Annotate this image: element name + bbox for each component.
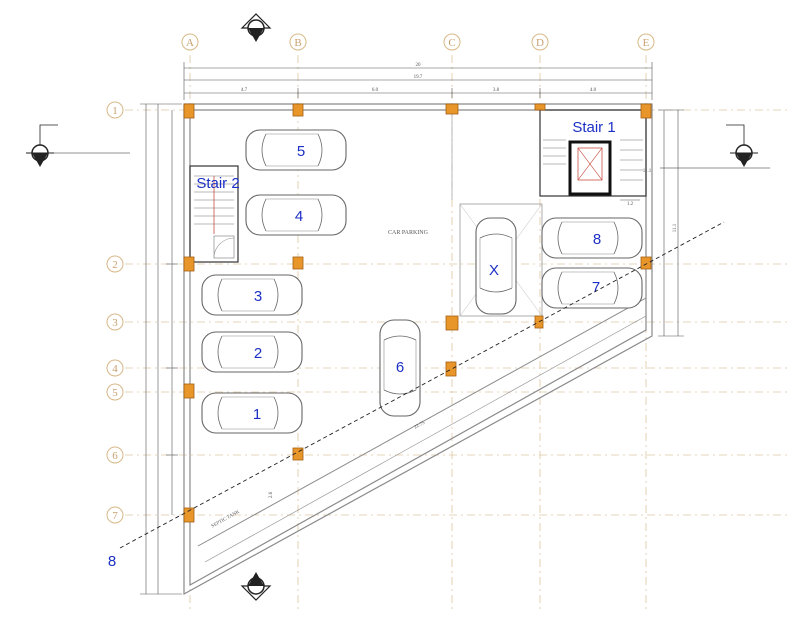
- svg-text:7: 7: [112, 510, 118, 522]
- right-dimension-small: 11.1: [643, 169, 652, 174]
- column-marker-b: B: [289, 33, 307, 51]
- svg-text:D: D: [536, 37, 544, 49]
- row-marker-3: 3: [106, 313, 124, 331]
- row-marker-2: 2: [106, 255, 124, 273]
- svg-text:4: 4: [295, 208, 303, 225]
- right-dimension: 11.1: [673, 223, 678, 232]
- car-2: 2: [201, 331, 303, 373]
- stair-2-label: Stair 2: [196, 175, 239, 192]
- row-markers: 1 2 3 4 5 6 7: [106, 101, 124, 524]
- svg-text:E: E: [643, 37, 650, 49]
- car-3: 3: [201, 274, 303, 316]
- building-outline: [183, 103, 653, 596]
- column-marker-a: A: [181, 33, 199, 51]
- car-parking-label: CAR PARKING: [388, 230, 429, 236]
- lift-shaft: [568, 140, 612, 196]
- stair-width: 1.2: [627, 202, 634, 207]
- section-line-label: 8: [108, 553, 116, 570]
- car-4: 4: [245, 194, 347, 236]
- ramp-edge: [197, 297, 647, 547]
- section-marker-icon: [240, 13, 272, 42]
- svg-text:6: 6: [112, 450, 118, 462]
- ramp-edge: [204, 315, 647, 563]
- row-marker-7: 7: [106, 506, 124, 524]
- column-marker-c: C: [443, 33, 461, 51]
- svg-text:2: 2: [112, 259, 118, 271]
- car-8: 8: [541, 217, 643, 259]
- small-dimension: 2.6: [269, 491, 274, 498]
- side-dimensions: [140, 103, 684, 595]
- svg-text:X: X: [489, 262, 499, 279]
- section-line-8: [119, 221, 725, 549]
- stair-1-label: Stair 1: [572, 119, 615, 136]
- section-marker-icon: [240, 572, 272, 601]
- car-1: 1: [201, 392, 303, 434]
- top-dimensions: [183, 62, 653, 100]
- row-marker-6: 6: [106, 446, 124, 464]
- svg-text:5: 5: [297, 143, 305, 160]
- bay-dimension: 6.0: [372, 88, 379, 93]
- car-x: X: [475, 217, 517, 315]
- svg-text:3: 3: [254, 288, 262, 305]
- svg-text:C: C: [448, 37, 455, 49]
- row-marker-1: 1: [106, 101, 124, 119]
- row-marker-5: 5: [106, 383, 124, 401]
- svg-text:3: 3: [112, 317, 118, 329]
- stair-2: [189, 165, 239, 263]
- car-7: 7: [541, 267, 643, 309]
- bay-dimension: 4.0: [590, 88, 597, 93]
- car-6: 6: [379, 319, 421, 417]
- svg-text:6: 6: [396, 359, 404, 376]
- stair-1: 1.2: [539, 109, 647, 207]
- svg-text:1: 1: [112, 105, 118, 117]
- svg-text:2: 2: [254, 345, 262, 362]
- svg-text:8: 8: [593, 231, 601, 248]
- svg-text:7: 7: [592, 279, 600, 296]
- svg-text:4: 4: [112, 363, 118, 375]
- svg-text:A: A: [186, 37, 194, 49]
- septic-tank-label: SEPTIC TANK: [211, 510, 241, 530]
- bay-dimension: 3.8: [493, 88, 500, 93]
- section-marker-icon: [726, 124, 758, 167]
- section-marker-icon: [26, 124, 58, 167]
- svg-text:5: 5: [112, 387, 118, 399]
- overall-dimension: 20: [416, 63, 422, 68]
- bay-dimension: 4.7: [241, 88, 248, 93]
- column-marker-e: E: [637, 33, 655, 51]
- column-marker-d: D: [531, 33, 549, 51]
- slant-dimension: 22.75: [414, 420, 427, 430]
- svg-text:1: 1: [253, 406, 261, 423]
- column-markers: A B C D E: [181, 33, 655, 51]
- row-marker-4: 4: [106, 359, 124, 377]
- car-5: 5: [245, 129, 347, 171]
- overall-inner-dimension: 19.7: [414, 75, 423, 80]
- svg-text:B: B: [294, 37, 301, 49]
